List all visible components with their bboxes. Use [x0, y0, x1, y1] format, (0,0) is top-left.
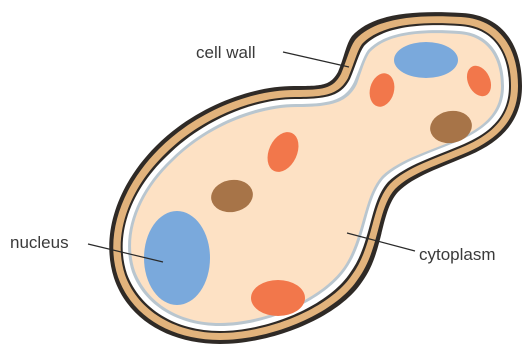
cytoplasm-label: cytoplasm	[419, 245, 496, 264]
nucleus-label: nucleus	[10, 233, 69, 252]
vacuole	[394, 42, 458, 78]
mitochondrion	[251, 280, 305, 316]
cell-wall-label: cell wall	[196, 43, 256, 62]
cell-wall-leader	[283, 52, 349, 67]
nucleus	[144, 211, 210, 305]
